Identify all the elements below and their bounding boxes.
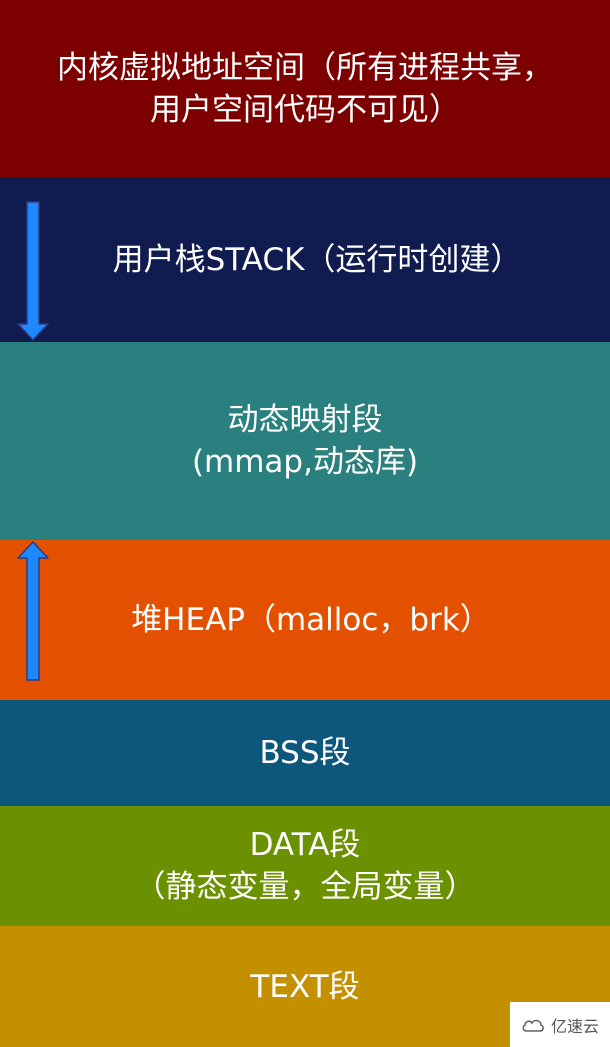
heap-segment: 堆HEAP（malloc，brk）: [0, 540, 610, 700]
mmap-segment: 动态映射段 (mmap,动态库): [0, 342, 610, 540]
kernel-space-segment: 内核虚拟地址空间（所有进程共享， 用户空间代码不可见）: [0, 0, 610, 178]
heap-label: 堆HEAP（malloc，brk）: [131, 602, 491, 638]
text-segment: TEXT段: [0, 926, 610, 1047]
mmap-label-line-1: 动态映射段: [227, 402, 383, 438]
text-label: TEXT段: [250, 968, 360, 1005]
bss-label: BSS段: [259, 735, 351, 771]
mmap-label-line-2: (mmap,动态库): [191, 444, 419, 480]
data-segment: DATA段 （静态变量，全局变量）: [0, 806, 610, 926]
stack-growth-down-arrow-icon: [17, 201, 49, 341]
heap-growth-up-arrow-icon: [17, 541, 49, 681]
bss-segment: BSS段: [0, 700, 610, 806]
watermark-text: 亿速云: [550, 1016, 599, 1036]
cloud-logo-icon: [522, 1019, 544, 1032]
kernel-space-label-line-1: 内核虚拟地址空间（所有进程共享，: [57, 50, 553, 86]
kernel-space-label-line-2: 用户空间代码不可见）: [150, 92, 460, 128]
watermark: 亿速云: [510, 1002, 610, 1047]
user-stack-label: 用户栈STACK（运行时创建）: [112, 242, 522, 278]
data-label-line-1: DATA段: [249, 827, 361, 863]
user-stack-segment: 用户栈STACK（运行时创建）: [0, 178, 610, 342]
data-label-line-2: （静态变量，全局变量）: [134, 869, 476, 905]
